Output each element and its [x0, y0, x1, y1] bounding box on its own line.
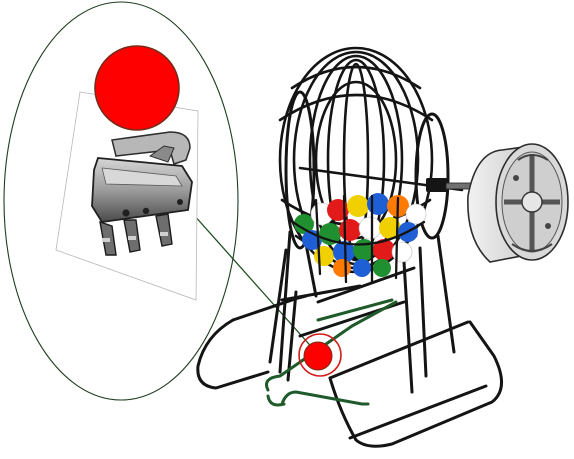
drive-motor: [467, 143, 569, 263]
cage-balls: [288, 193, 427, 284]
magnified-callout: [3, 1, 239, 401]
small-red-ball: [303, 341, 333, 371]
red-ball: [94, 45, 180, 131]
switch-highlight: [298, 333, 342, 377]
axle-coupler: [426, 178, 481, 192]
ball-chute: [265, 298, 398, 407]
micro-switch: [91, 131, 193, 256]
